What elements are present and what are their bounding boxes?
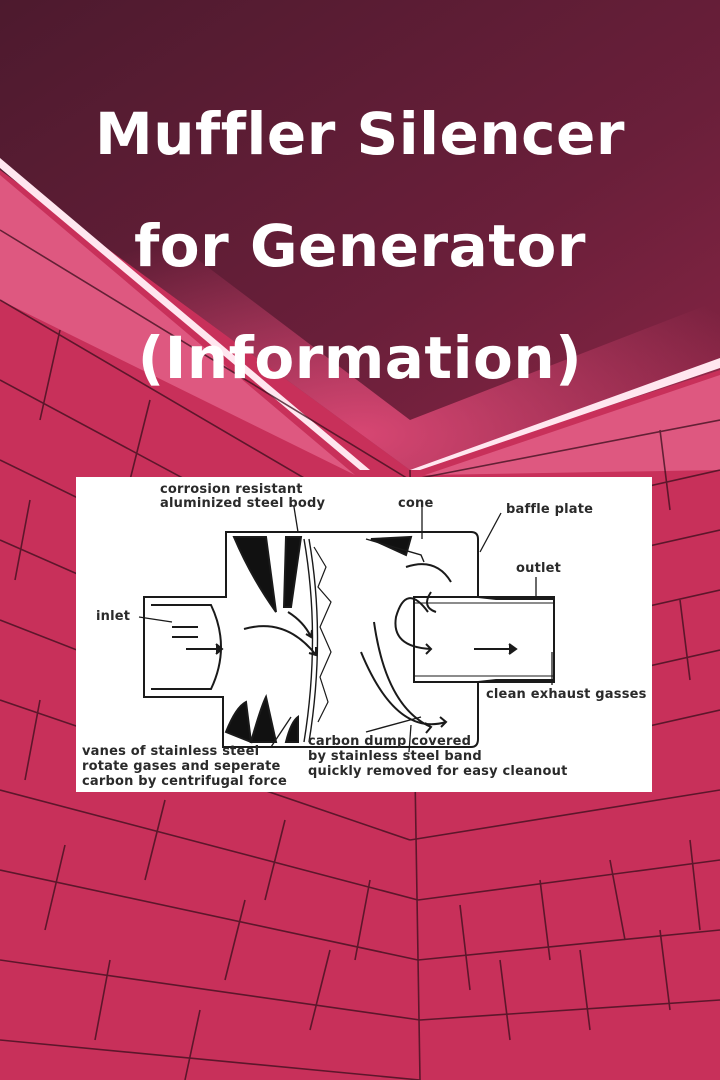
page-title: Muffler Silencer for Generator (Informat… — [0, 78, 720, 414]
label-dump-line-2: by stainless steel band — [308, 749, 482, 764]
label-outlet: outlet — [516, 561, 562, 576]
label-inlet: inlet — [96, 609, 131, 624]
label-clean-exhaust: clean exhaust gasses — [486, 687, 647, 702]
label-dump-line-3: quickly removed for easy cleanout — [308, 764, 568, 779]
title-line-3: (Information) — [137, 324, 583, 392]
label-vanes-line-1: vanes of stainless steel — [82, 744, 260, 759]
label-vanes-line-2: rotate gases and seperate — [82, 759, 281, 774]
label-body-line-1: corrosion resistant — [160, 482, 303, 497]
muffler-cutaway-drawing — [138, 506, 555, 753]
title-line-1: Muffler Silencer — [95, 100, 625, 168]
label-baffle-plate: baffle plate — [506, 502, 594, 517]
muffler-diagram: corrosion resistant aluminized steel bod… — [76, 477, 652, 792]
label-cone: cone — [398, 496, 434, 511]
label-vanes-line-3: carbon by centrifugal force — [82, 774, 287, 789]
title-line-2: for Generator — [134, 212, 586, 280]
label-body-line-2: aluminized steel body — [160, 496, 326, 511]
label-dump-line-1: carbon dump covered — [308, 734, 472, 749]
